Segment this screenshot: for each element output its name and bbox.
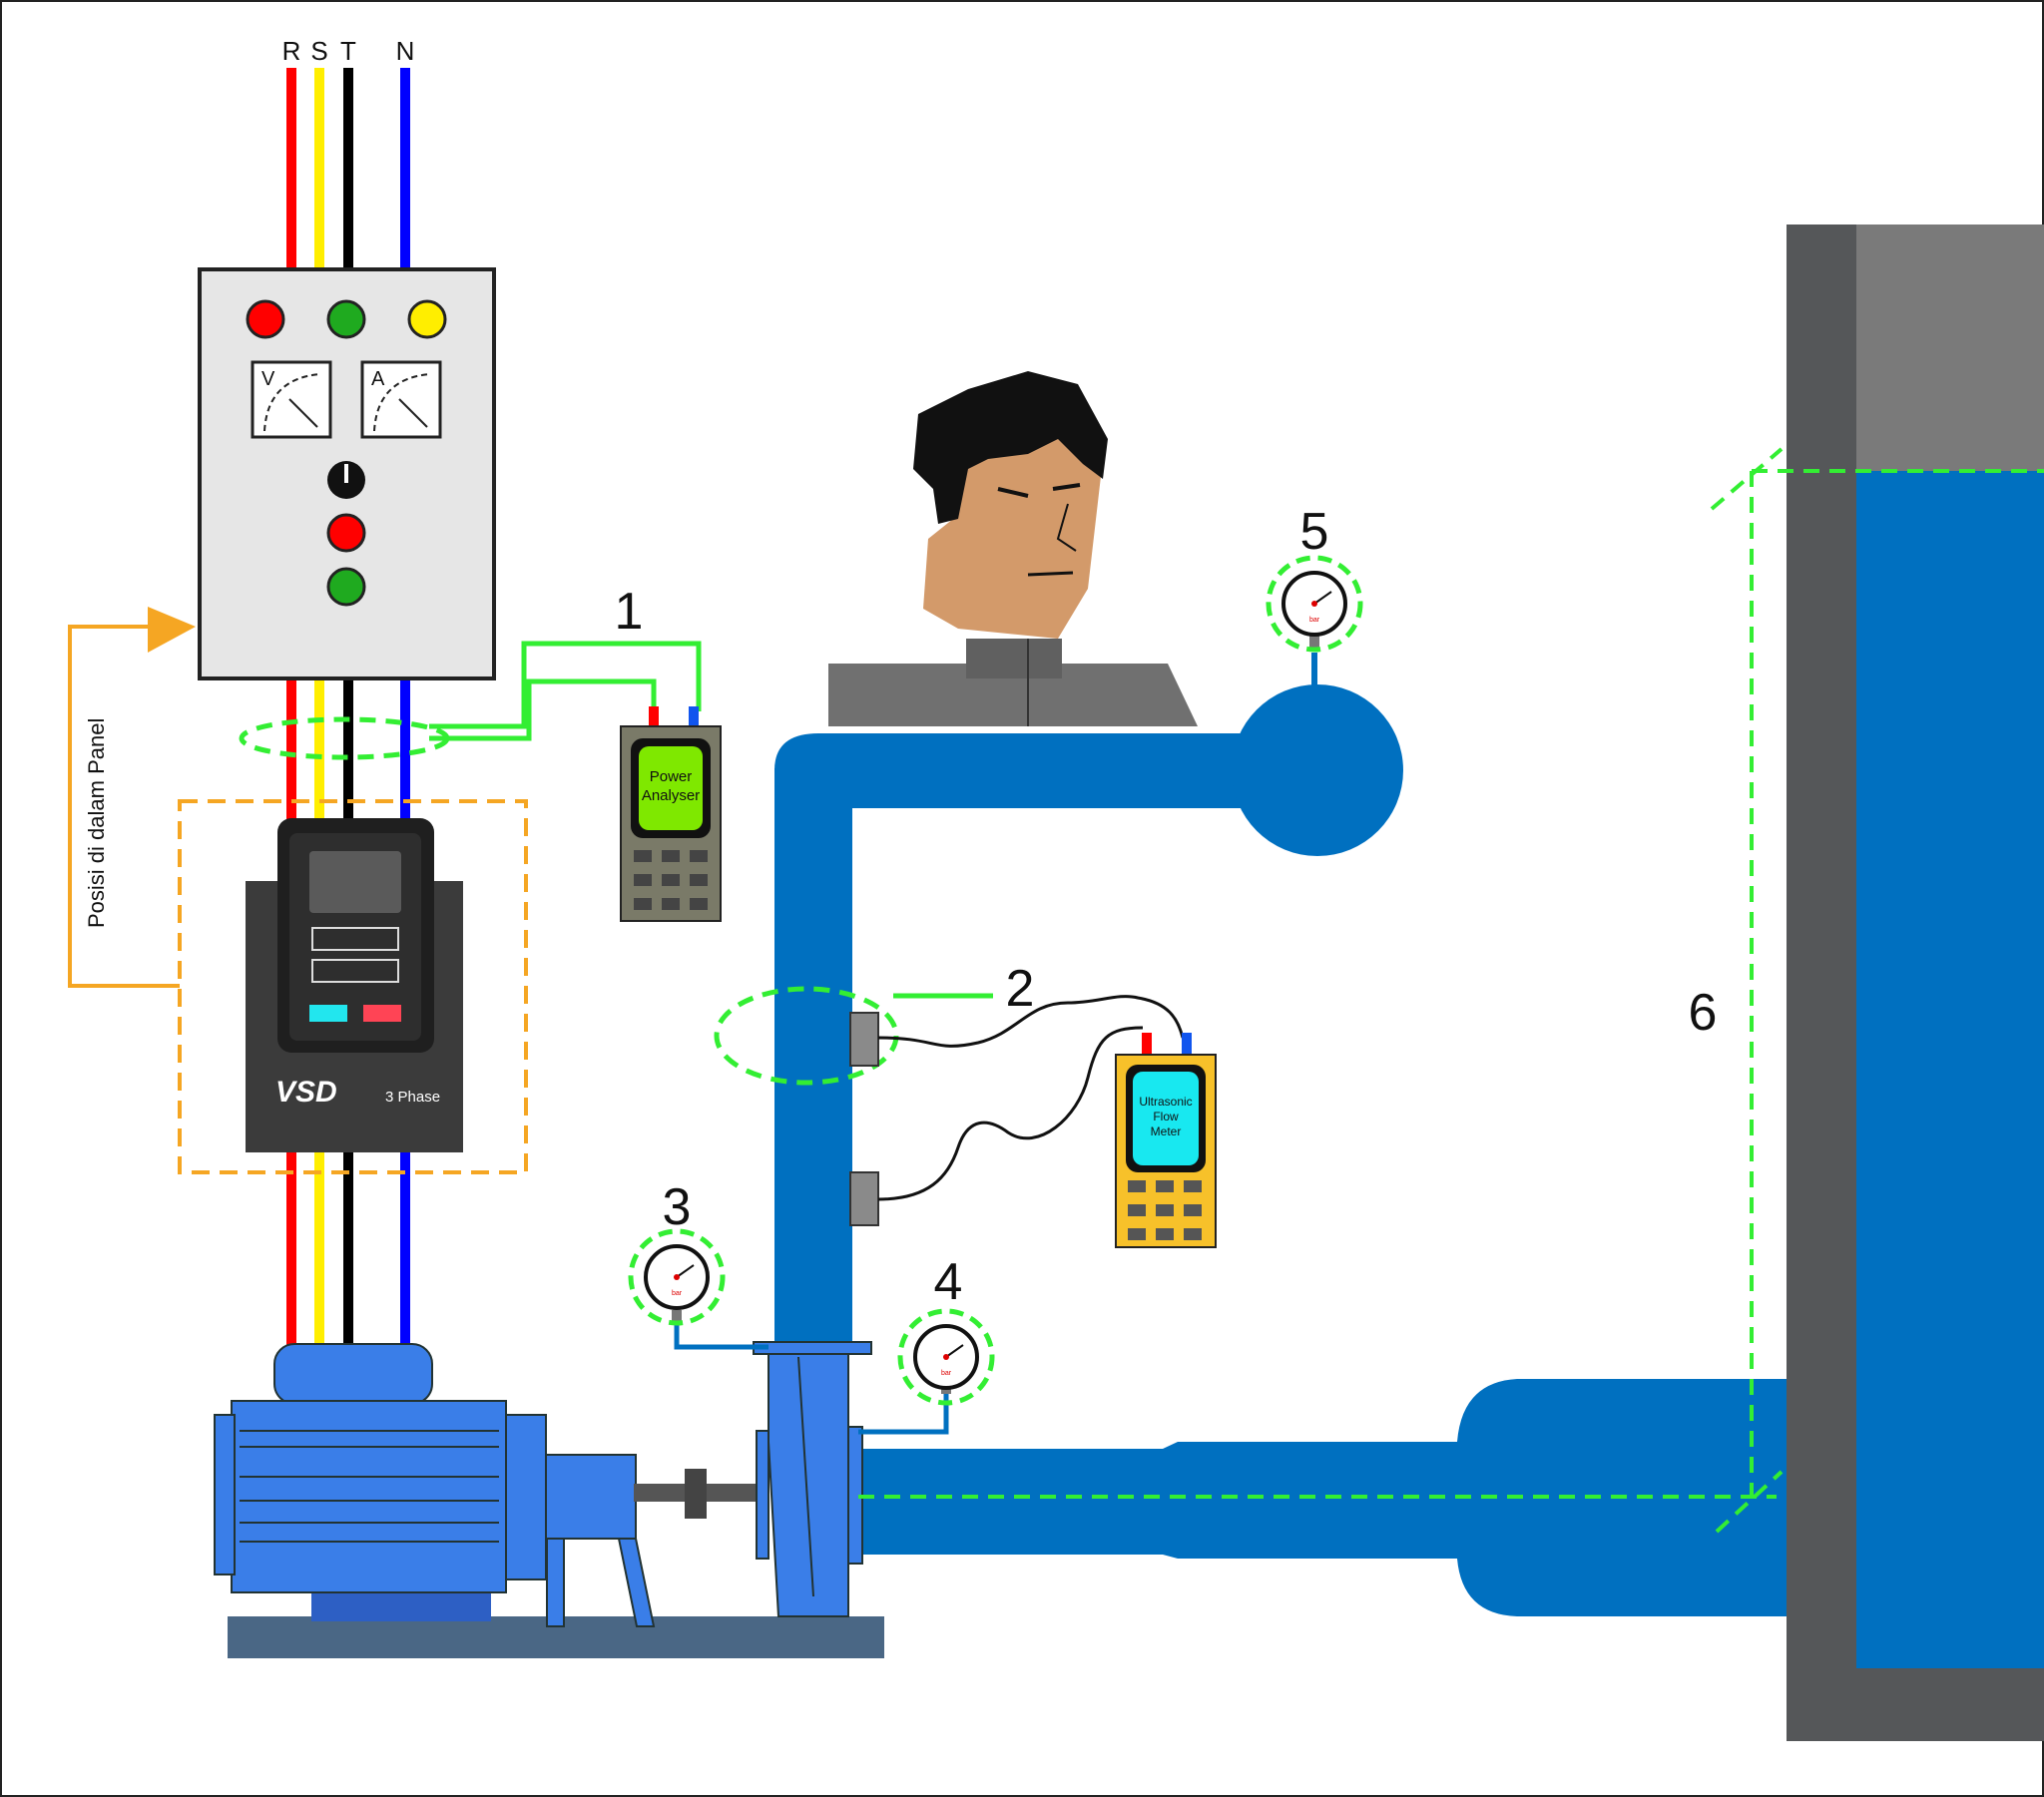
flow-meter-label-line3: Meter — [1151, 1124, 1182, 1138]
pressure-gauge-header: bar — [1266, 555, 1363, 653]
gauge-unit-5: bar — [1309, 617, 1320, 624]
indicator-lamp-red — [246, 299, 285, 339]
operator-figure — [828, 371, 1198, 726]
vsd-drive — [246, 818, 463, 1152]
phase-label-t: T — [340, 36, 356, 66]
callout-1: 1 — [615, 583, 644, 641]
start-button — [326, 567, 366, 607]
control-panel: V A — [198, 267, 496, 680]
stop-button — [326, 513, 366, 553]
vsd-stop-key — [363, 1005, 401, 1022]
motor-pump-assembly — [214, 1341, 884, 1658]
centrifugal-pump — [767, 1348, 849, 1617]
voltmeter — [251, 360, 332, 439]
pipe-network — [774, 653, 1787, 1616]
indicator-lamp-green — [326, 299, 366, 339]
pressure-gauge-suction: bar — [628, 1228, 768, 1350]
gauge-unit-4: bar — [941, 1370, 952, 1377]
phase-label-r: R — [282, 36, 301, 66]
power-analyser-clamp — [239, 641, 702, 760]
phase-label-n: N — [396, 36, 415, 66]
callout-2: 2 — [1006, 960, 1035, 1018]
panel-position-note: Posisi di dalam Panel — [84, 718, 109, 928]
ammeter — [360, 360, 442, 439]
callout-3: 3 — [663, 1178, 692, 1236]
flow-meter-label-line2: Flow — [1153, 1110, 1179, 1123]
gauge-unit-3: bar — [672, 1290, 683, 1297]
motor-terminal-box — [273, 1343, 433, 1405]
ultrasonic-flow-meter — [1115, 1033, 1217, 1248]
flow-transducer-lower — [849, 1171, 879, 1226]
power-analyser — [620, 706, 722, 922]
power-analyser-label-line2: Analyser — [642, 787, 700, 804]
pressure-gauge-discharge: bar — [858, 1308, 995, 1435]
callout-6: 6 — [1689, 984, 1718, 1042]
panel-position-arrow — [68, 625, 180, 988]
indicator-lamp-yellow — [407, 299, 447, 339]
selector-switch — [327, 461, 365, 499]
panel-position-box — [178, 799, 528, 1174]
electric-motor — [231, 1400, 507, 1593]
vsd-run-key — [309, 1005, 347, 1022]
flow-transducer-upper — [849, 1012, 879, 1067]
static-head-dimension — [858, 447, 2044, 1534]
vsd-phase-label: 3 Phase — [385, 1089, 440, 1106]
callout-4: 4 — [934, 1253, 963, 1311]
flow-sensor-clamp — [714, 986, 1185, 1226]
power-analyser-label-line1: Power — [650, 768, 693, 785]
flow-meter-label-line1: Ultrasonic — [1139, 1095, 1192, 1109]
ammeter-label: A — [371, 368, 385, 390]
callout-5: 5 — [1300, 503, 1329, 561]
vsd-label: VSD — [275, 1076, 337, 1109]
voltmeter-label: V — [261, 368, 275, 390]
reservoir-tank — [1787, 225, 2044, 1741]
panel-position-arrowhead — [148, 607, 196, 653]
vsd-display — [309, 851, 401, 913]
phase-label-s: S — [310, 36, 327, 66]
